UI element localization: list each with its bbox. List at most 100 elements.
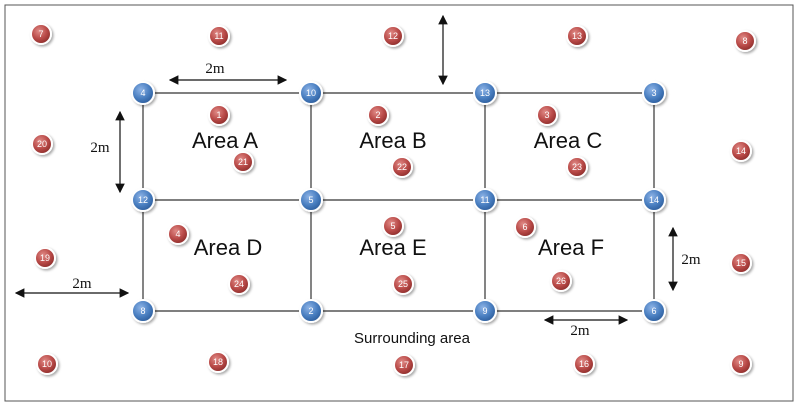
blue-node-circle [473, 188, 497, 212]
red-node-circle [208, 104, 230, 126]
red-node: 8 [734, 30, 756, 52]
red-node: 24 [228, 273, 250, 295]
blue-node: 2 [299, 299, 323, 323]
red-node-circle [550, 270, 572, 292]
blue-node-circle [473, 299, 497, 323]
red-node-circle [382, 25, 404, 47]
red-node: 11 [208, 25, 230, 47]
red-node-circle [208, 25, 230, 47]
red-node-label: 20 [37, 139, 47, 149]
blue-node: 14 [642, 188, 666, 212]
dimension-label-left: 2m [90, 140, 110, 156]
surrounding-area-label: Surrounding area [354, 330, 471, 347]
blue-node-circle [642, 81, 666, 105]
red-node: 9 [730, 353, 752, 375]
red-node-circle [367, 104, 389, 126]
red-node: 15 [730, 252, 752, 274]
blue-node-circle [299, 81, 323, 105]
blue-node-label: 10 [306, 88, 316, 98]
red-node-label: 4 [175, 229, 180, 239]
red-node-circle [573, 353, 595, 375]
red-node-circle [167, 223, 189, 245]
area-label-b: Area B [359, 128, 426, 153]
blue-node: 8 [131, 299, 155, 323]
red-node-circle [391, 156, 413, 178]
red-node-circle [730, 140, 752, 162]
red-node: 14 [730, 140, 752, 162]
area-label-e: Area E [359, 235, 426, 260]
blue-node: 6 [642, 299, 666, 323]
red-node-label: 15 [736, 258, 746, 268]
blue-node-circle [473, 81, 497, 105]
red-node: 3 [536, 104, 558, 126]
red-node-label: 1 [216, 110, 221, 120]
red-node: 26 [550, 270, 572, 292]
red-node-circle [382, 215, 404, 237]
red-node-label: 13 [572, 31, 582, 41]
red-node-label: 16 [579, 359, 589, 369]
red-node-label: 19 [40, 253, 50, 263]
red-node-circle [393, 354, 415, 376]
red-node-label: 3 [544, 110, 549, 120]
blue-node-label: 4 [140, 88, 145, 98]
red-node-label: 17 [399, 360, 409, 370]
area-label-f: Area F [538, 235, 604, 260]
blue-node-label: 13 [480, 88, 490, 98]
red-node-label: 18 [213, 357, 223, 367]
red-node: 20 [31, 133, 53, 155]
red-node: 21 [232, 151, 254, 173]
red-node-circle [207, 351, 229, 373]
blue-node-label: 2 [308, 306, 313, 316]
blue-node-label: 6 [651, 306, 656, 316]
red-node: 18 [207, 351, 229, 373]
red-node: 7 [30, 23, 52, 45]
red-node-label: 12 [388, 31, 398, 41]
blue-node-circle [642, 299, 666, 323]
red-node-label: 26 [556, 276, 566, 286]
dimension-label-top: 2m [205, 61, 225, 77]
blue-node: 11 [473, 188, 497, 212]
red-node: 10 [36, 353, 58, 375]
red-node-circle [730, 353, 752, 375]
red-node-label: 10 [42, 359, 52, 369]
blue-node-label: 5 [308, 195, 313, 205]
red-node-label: 2 [375, 110, 380, 120]
red-node-label: 9 [738, 359, 743, 369]
blue-node-label: 3 [651, 88, 656, 98]
red-node-circle [392, 273, 414, 295]
red-node: 5 [382, 215, 404, 237]
red-node: 22 [391, 156, 413, 178]
red-node-label: 24 [234, 279, 244, 289]
blue-node: 10 [299, 81, 323, 105]
area-label-d: Area D [194, 235, 262, 260]
red-node-circle [734, 30, 756, 52]
red-node-label: 25 [398, 279, 408, 289]
red-node: 16 [573, 353, 595, 375]
red-node: 1 [208, 104, 230, 126]
blue-node-circle [299, 299, 323, 323]
blue-node: 13 [473, 81, 497, 105]
red-node-circle [34, 247, 56, 269]
red-node: 23 [566, 156, 588, 178]
red-node-label: 23 [572, 162, 582, 172]
red-node-label: 21 [238, 157, 248, 167]
red-node-circle [36, 353, 58, 375]
blue-node-label: 9 [482, 306, 487, 316]
red-node-label: 7 [38, 29, 43, 39]
red-node-circle [31, 133, 53, 155]
red-node-circle [730, 252, 752, 274]
blue-node: 9 [473, 299, 497, 323]
red-node-circle [30, 23, 52, 45]
dimension-arrows [14, 14, 678, 325]
blue-node: 12 [131, 188, 155, 212]
blue-node: 4 [131, 81, 155, 105]
red-node-circle [536, 104, 558, 126]
blue-node-circle [131, 81, 155, 105]
red-node-label: 6 [522, 222, 527, 232]
red-node: 4 [167, 223, 189, 245]
red-node-circle [566, 25, 588, 47]
blue-node-circle [642, 188, 666, 212]
red-node-circle [514, 216, 536, 238]
